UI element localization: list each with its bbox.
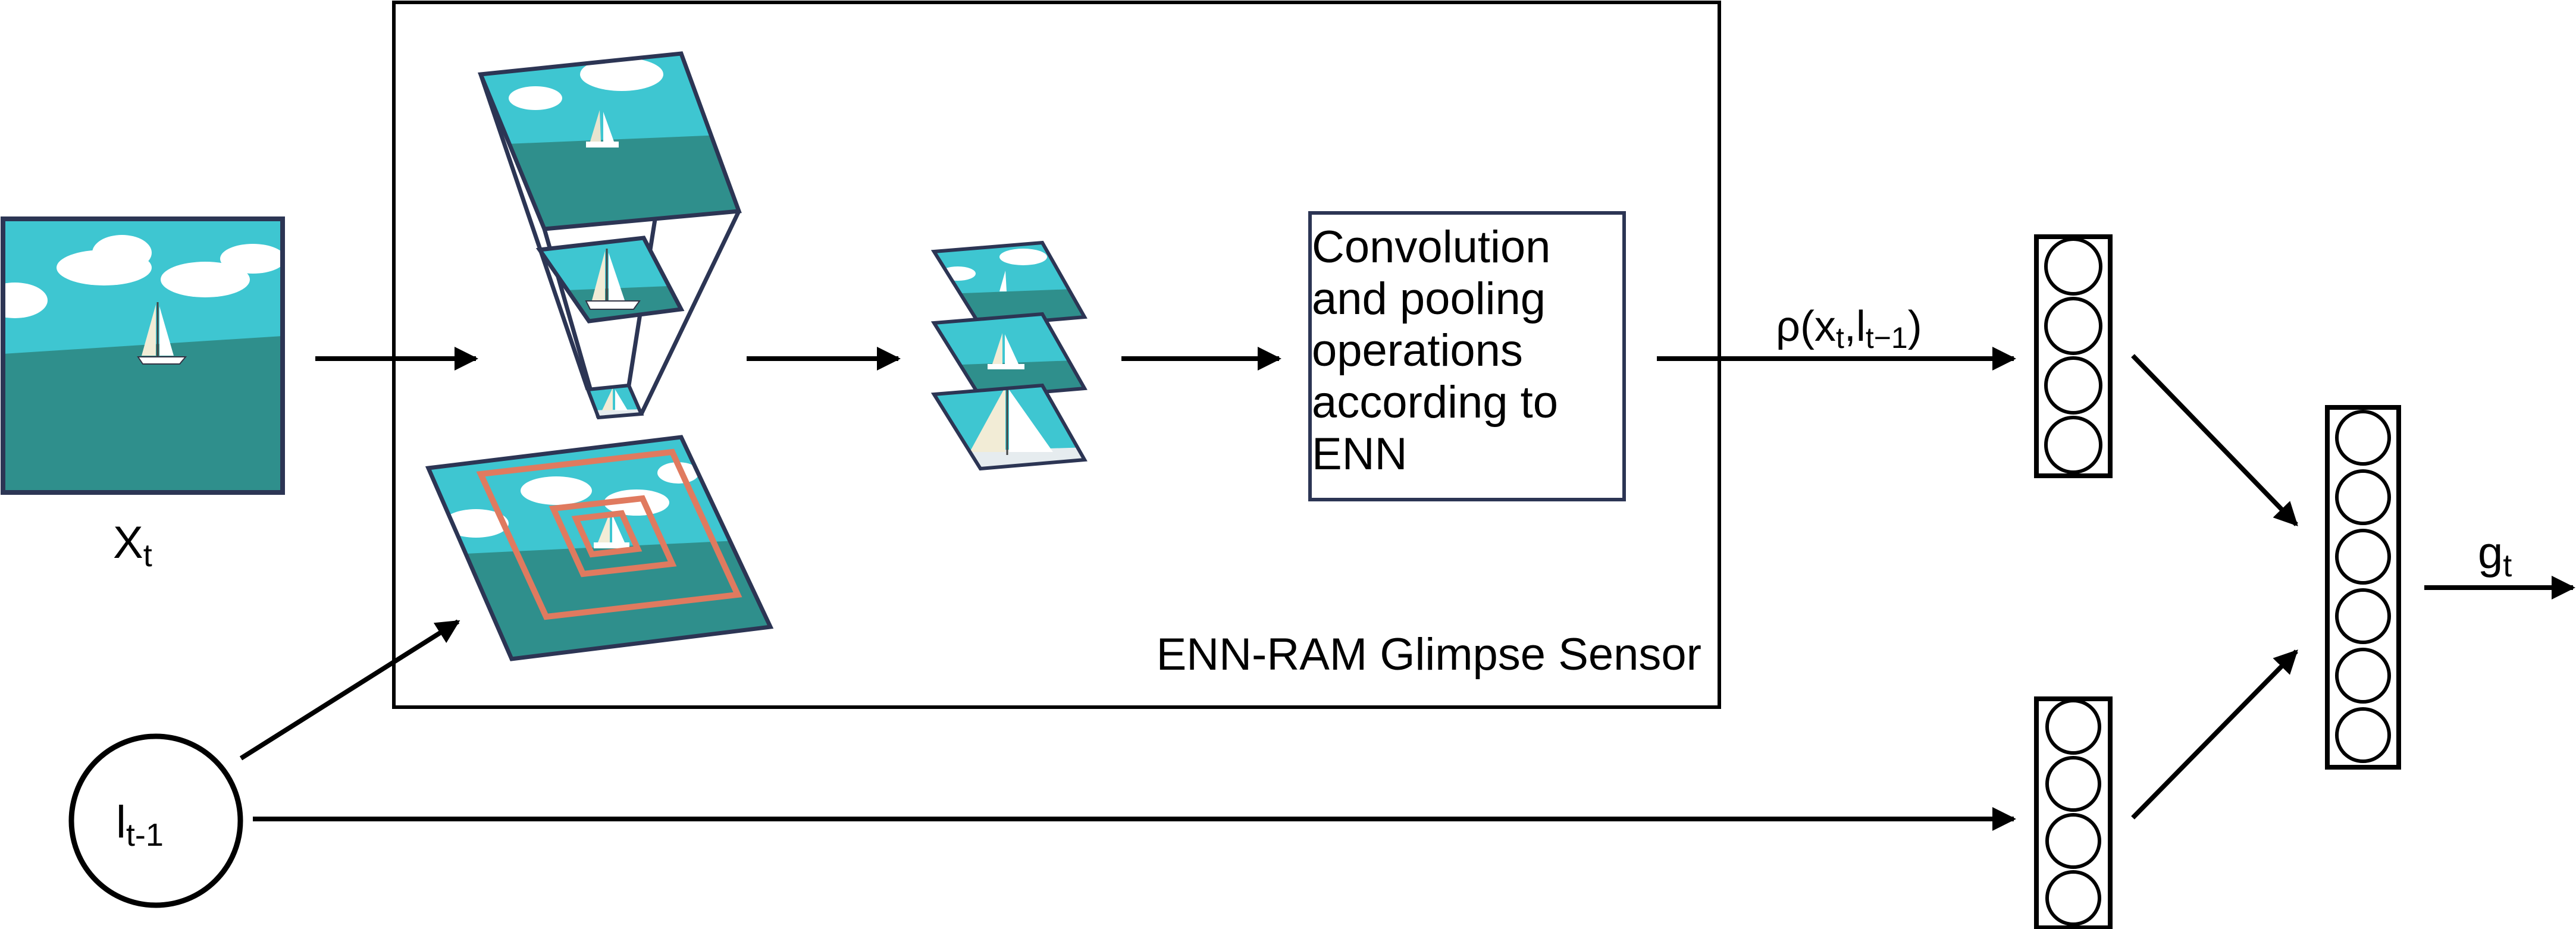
sensor-title: ENN-RAM Glimpse Sensor [1157,629,1701,680]
location-image [425,435,774,661]
glimpse-patch-fine [585,383,644,420]
glimpse-stack [930,240,1088,471]
location-label: lt-1 [116,797,164,853]
sailboat-icon [585,249,641,310]
input-image [1,216,285,495]
cloud-icon [443,462,699,538]
output-label: gt [2478,528,2512,583]
arrows [239,347,2575,831]
convolution-box [1308,211,1626,501]
conv-line: operations [1312,325,1523,376]
glimpse-patch-coarse [477,51,742,231]
location-node [68,733,243,908]
location-feature-vector [2034,696,2113,929]
glimpse-sensor-box [392,1,1721,709]
arrow-location-to-sensor [239,619,460,761]
conv-line: Convolution [1312,222,1551,272]
merged-glimpse-vector [2325,405,2401,770]
focus-boxes [476,448,742,620]
stacked-patch-fine [930,383,1088,471]
sea [3,336,283,492]
cloud-icon [3,235,283,318]
sailboat-icon [137,302,187,365]
convolution-description: Convolution and pooling operations accor… [1312,221,1621,489]
conv-line: and pooling [1312,274,1546,324]
rho-label: ρ(xt,lt−1) [1776,303,1922,354]
arrow-location-to-merge [2131,649,2298,820]
arrow-glimpse-to-merge [2131,354,2298,526]
conv-line: according to [1312,377,1559,428]
glimpse-feature-vector [2034,234,2113,478]
cloud-icon [509,58,663,110]
sailboat-icon [586,110,619,147]
sailboat-icon [594,513,629,548]
glimpse-patch-medium [535,236,685,324]
input-image-label: Xt [113,517,152,573]
conv-line: ENN [1312,429,1408,479]
